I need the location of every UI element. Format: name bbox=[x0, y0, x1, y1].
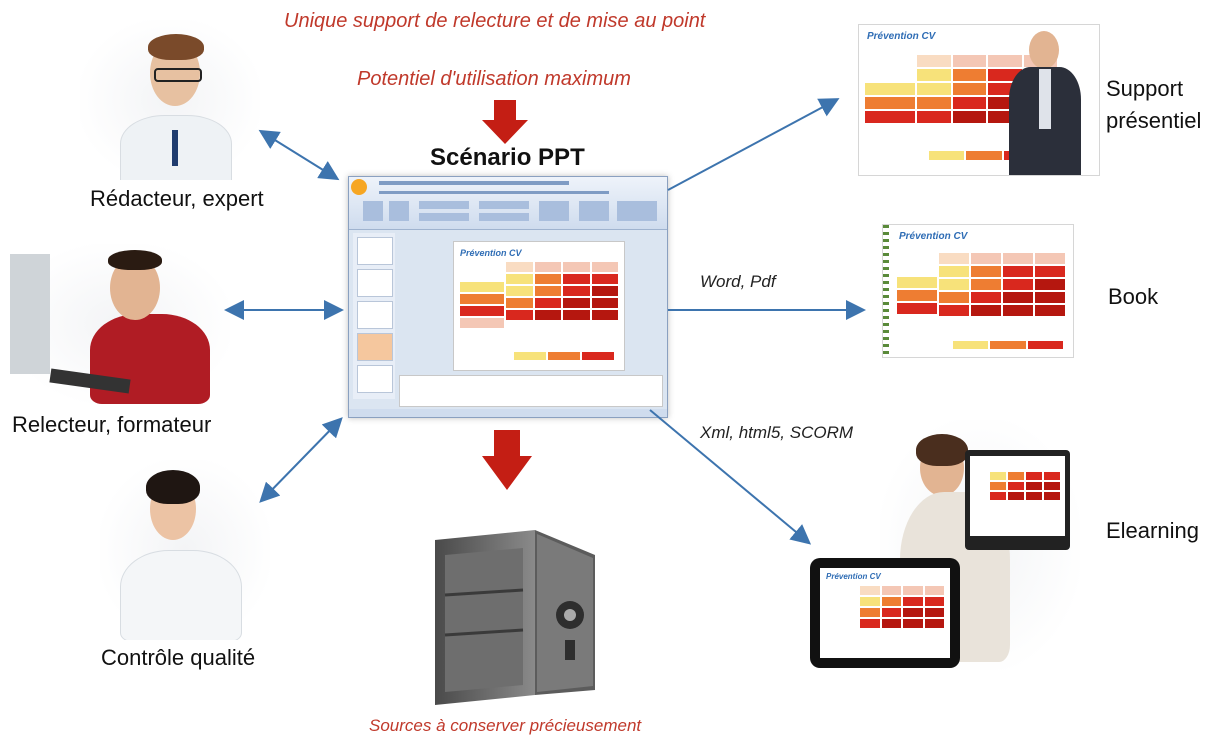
notes-pane bbox=[399, 375, 663, 407]
down-arrow-icon-top bbox=[482, 100, 528, 144]
output-support-line1: Support bbox=[1106, 76, 1184, 101]
output-elearning-label: Elearning bbox=[1106, 518, 1199, 543]
output-book-label: Book bbox=[1108, 284, 1159, 309]
book-slide-image: Prévention CV bbox=[882, 224, 1074, 358]
output-support-line2: présentiel bbox=[1106, 108, 1202, 133]
slide-thumbnails bbox=[353, 233, 395, 399]
center-title: Scénario PPT bbox=[430, 144, 585, 171]
bottom-note: Sources à conserver précieusement bbox=[369, 716, 642, 735]
top-note-2: Potentiel d'utilisation maximum bbox=[357, 68, 631, 90]
person-writer-image bbox=[80, 20, 260, 180]
desktop-monitor bbox=[965, 450, 1070, 550]
role-quality-label: Contrôle qualité bbox=[101, 645, 256, 670]
edge-label-xml: Xml, html5, SCORM bbox=[700, 423, 854, 442]
edge-label-word-pdf: Word, Pdf bbox=[700, 272, 776, 291]
person-reviewer-image bbox=[10, 244, 230, 404]
role-writer-label: Rédacteur, expert bbox=[90, 186, 264, 211]
presentation-slide-image: Prévention CV bbox=[858, 24, 1100, 176]
tablet-device: Prévention CV bbox=[810, 558, 960, 668]
safe-vault-icon bbox=[435, 530, 595, 705]
down-arrow-icon-bottom bbox=[482, 430, 532, 490]
status-bar bbox=[349, 409, 667, 417]
role-reviewer-label: Relecteur, formateur bbox=[12, 412, 212, 437]
top-note-1: Unique support de relecture et de mise a… bbox=[284, 10, 706, 32]
current-slide: Prévention CV bbox=[453, 241, 625, 371]
ribbon bbox=[349, 177, 667, 230]
person-quality-image bbox=[100, 460, 270, 640]
powerpoint-window: Prévention CV bbox=[348, 176, 668, 418]
